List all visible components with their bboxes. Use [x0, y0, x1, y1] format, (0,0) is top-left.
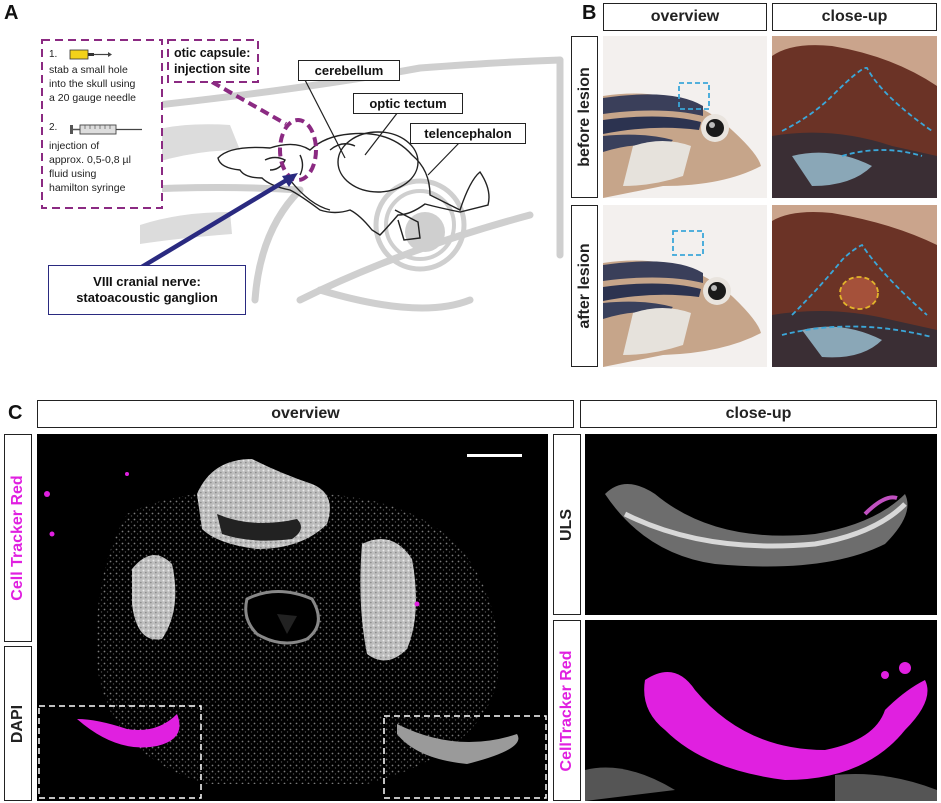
- injection-site-label: otic capsule: injection site: [174, 45, 250, 77]
- cranial-nerve-line: statoacoustic ganglion: [76, 290, 218, 305]
- panel-c-overview-header: overview: [37, 400, 574, 428]
- injection-site-line: injection site: [174, 62, 251, 76]
- fish-overview-before-photo: [603, 36, 767, 198]
- protocol-step2-line: injection of: [49, 140, 100, 152]
- uls-text: ULS: [558, 508, 575, 541]
- protocol-step2-line: hamilton syringe: [49, 182, 126, 194]
- after-lesion-text: after lesion: [575, 243, 593, 329]
- dapi-side-text: DAPI: [9, 704, 26, 743]
- side-label-dapi: DAPI: [4, 646, 32, 801]
- cranial-nerve-label: VIII cranial nerve: statoacoustic gangli…: [48, 265, 246, 315]
- zebrafish-head-schematic: [41, 39, 564, 312]
- protocol-step1-text: stab a small hole into the skull using a…: [49, 63, 136, 105]
- panel-label-c: C: [8, 402, 23, 424]
- celltracker-row-text: CellTracker Red: [558, 650, 575, 771]
- protocol-step2-line: approx. 0,5-0,8 µl: [49, 154, 131, 166]
- syringe-icon: [70, 124, 142, 135]
- protocol-step1-line: stab a small hole: [49, 64, 128, 76]
- protocol-step2-line: fluid using: [49, 168, 97, 180]
- cranial-nerve-line: VIII cranial nerve:: [93, 274, 201, 289]
- panel-label-a: A: [4, 2, 19, 24]
- injection-site-line: otic capsule:: [174, 46, 251, 60]
- row-label-uls: ULS: [553, 434, 581, 615]
- fish-closeup-before-photo: [772, 36, 937, 198]
- panel-b-before-row-label: before lesion: [571, 36, 598, 198]
- panel-b-after-row-label: after lesion: [571, 205, 598, 367]
- panel-c-closeup-header: close-up: [580, 400, 937, 428]
- optic-tectum-label: optic tectum: [353, 93, 463, 114]
- panel-label-b: B: [582, 2, 597, 24]
- protocol-step1-line: into the skull using: [49, 78, 136, 90]
- panel-b-overview-header: overview: [603, 3, 767, 31]
- row-label-celltracker: CellTracker Red: [553, 620, 581, 801]
- protocol-step1-line: a 20 gauge needle: [49, 92, 136, 104]
- closeup-uls-micrograph: [585, 434, 937, 615]
- cerebellum-label: cerebellum: [298, 60, 400, 81]
- side-label-celltracker: Cell Tracker Red: [4, 434, 32, 642]
- protocol-step2-text: injection of approx. 0,5-0,8 µl fluid us…: [49, 139, 131, 195]
- overview-micrograph: [37, 434, 548, 801]
- fish-closeup-after-photo: [772, 205, 937, 367]
- protocol-step1-number: 1.: [49, 49, 58, 60]
- celltracker-side-text: Cell Tracker Red: [9, 475, 26, 601]
- panel-b-closeup-header: close-up: [772, 3, 937, 31]
- closeup-celltracker-micrograph: [585, 620, 937, 801]
- telencephalon-label: telencephalon: [410, 123, 526, 144]
- fish-overview-after-photo: [603, 205, 767, 367]
- before-lesion-text: before lesion: [575, 67, 593, 167]
- needle-icon: [69, 49, 112, 60]
- protocol-step2-number: 2.: [49, 122, 58, 133]
